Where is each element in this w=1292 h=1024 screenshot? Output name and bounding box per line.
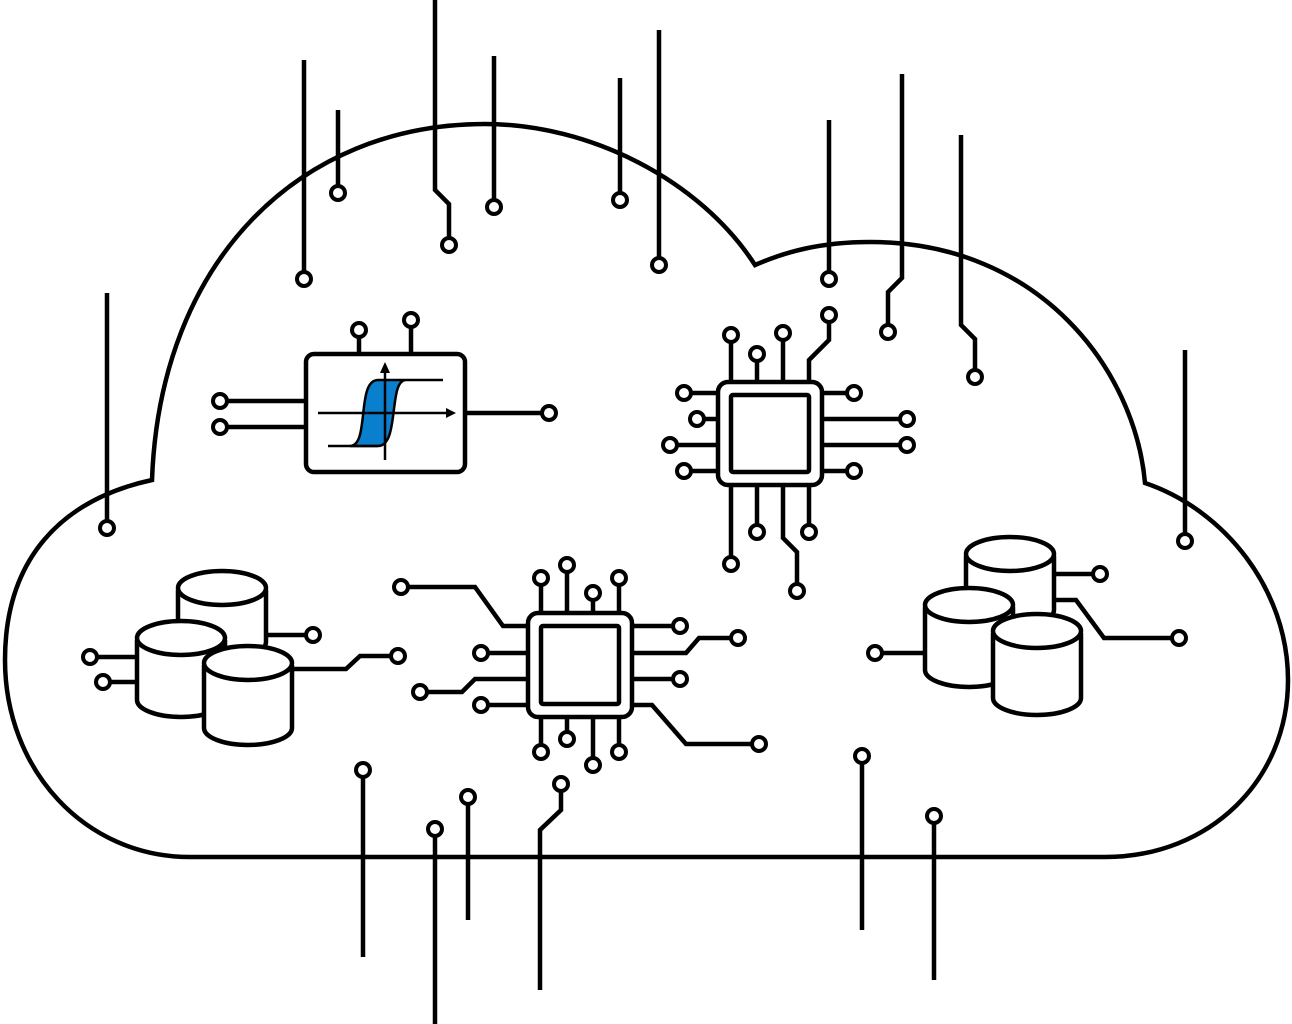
trace-node bbox=[820, 270, 838, 288]
trace-node bbox=[966, 368, 984, 386]
trace-node bbox=[354, 761, 372, 779]
trace-node bbox=[853, 747, 871, 765]
trace-node bbox=[925, 807, 943, 825]
trace-node bbox=[295, 270, 313, 288]
trace-node bbox=[98, 519, 116, 537]
trace bbox=[537, 791, 564, 990]
trace-node bbox=[879, 323, 897, 341]
trace bbox=[432, 0, 452, 238]
database-cluster-icon bbox=[866, 534, 1188, 718]
trace bbox=[885, 74, 905, 325]
trace-node bbox=[552, 775, 570, 793]
trace-node bbox=[426, 820, 444, 838]
cloud-outline-icon bbox=[2, 121, 1291, 860]
trace-node bbox=[650, 256, 668, 274]
microchip-icon bbox=[661, 306, 916, 600]
hysteresis-block bbox=[211, 311, 558, 475]
trace-node bbox=[1176, 532, 1194, 550]
trace-node bbox=[459, 788, 477, 806]
trace bbox=[958, 135, 978, 370]
trace-node bbox=[440, 236, 458, 254]
trace-node bbox=[611, 191, 629, 209]
database-cluster-icon bbox=[81, 568, 407, 748]
trace-node bbox=[485, 198, 503, 216]
bottom-traces bbox=[354, 747, 943, 1024]
microchip-icon bbox=[392, 556, 768, 774]
top-traces bbox=[98, 0, 1194, 550]
trace-node bbox=[329, 184, 347, 202]
